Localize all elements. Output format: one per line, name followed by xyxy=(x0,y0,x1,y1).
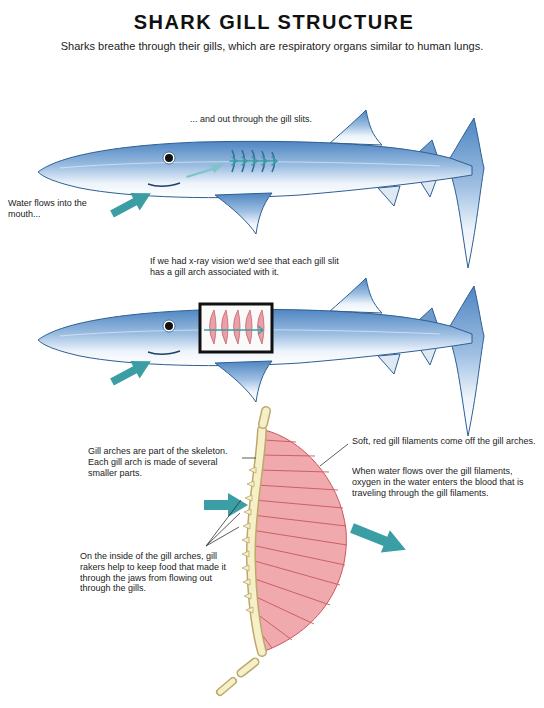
callout-note: On the inside of the gill arches, gill r… xyxy=(80,551,238,594)
callout-note: When water flows over the gill filaments… xyxy=(352,466,537,498)
callout-note: Water flows into the mouth... xyxy=(8,198,108,220)
diagram-title: SHARK GILL STRUCTURE xyxy=(2,10,544,34)
callout-note: If we had x-ray vision we'd see that eac… xyxy=(150,256,355,278)
callout-note: Gill arches are part of the skeleton. Ea… xyxy=(88,446,238,478)
callout-note: ... and out through the gill slits. xyxy=(190,114,365,125)
subtitle-note: Sharks breathe through their gills, whic… xyxy=(12,40,532,53)
callout-note: Soft, red gill filaments come off the gi… xyxy=(352,436,537,447)
